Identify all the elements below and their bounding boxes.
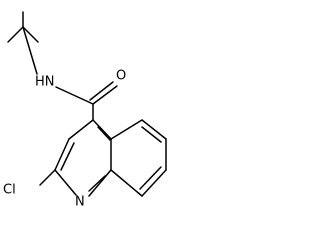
bond-carbonyl-to-oxygen-double xyxy=(89,81,114,101)
bond-c5-c6-double xyxy=(141,126,162,143)
bond-methyl-right xyxy=(22,26,39,43)
pyridine-ring: N xyxy=(54,119,112,210)
amide-nitrogen-label: HN xyxy=(35,75,55,90)
bond-c2-n1 xyxy=(54,169,77,196)
bond-carbonyl-to-oxygen xyxy=(92,85,118,105)
bond-c3-c2-double xyxy=(60,142,75,171)
chloro-substituent: Cl xyxy=(3,169,56,198)
bond-tbutyl-to-nitrogen xyxy=(22,26,38,75)
bond-c4a-c5 xyxy=(110,119,143,140)
bond-c8a-n1-double xyxy=(88,175,106,192)
tert-butyl-group xyxy=(7,11,39,75)
bond-c4-c4a-double xyxy=(97,126,111,141)
molecule-structure-diagram: HN O N Cl xyxy=(3,11,167,210)
bond-nitrogen-to-carbonyl xyxy=(55,86,94,105)
bond-c7-c8-double xyxy=(139,166,162,190)
bond-c2-chlorine xyxy=(39,169,56,186)
bond-c4-c4a xyxy=(92,119,112,140)
bond-methyl-left xyxy=(7,26,24,43)
bond-c5-c6 xyxy=(141,119,167,140)
ring-nitrogen-label: N xyxy=(75,195,85,210)
chlorine-label: Cl xyxy=(3,183,16,198)
amide-group: HN O xyxy=(35,69,126,121)
bond-n1-c8a xyxy=(88,169,112,197)
bond-c3-c2 xyxy=(54,138,70,171)
bond-c7-c8 xyxy=(141,169,167,197)
carbonyl-oxygen-label: O xyxy=(116,69,126,84)
bond-c4-c3 xyxy=(68,119,94,140)
bond-c8-c8a xyxy=(110,169,143,197)
benzene-ring xyxy=(88,119,167,197)
